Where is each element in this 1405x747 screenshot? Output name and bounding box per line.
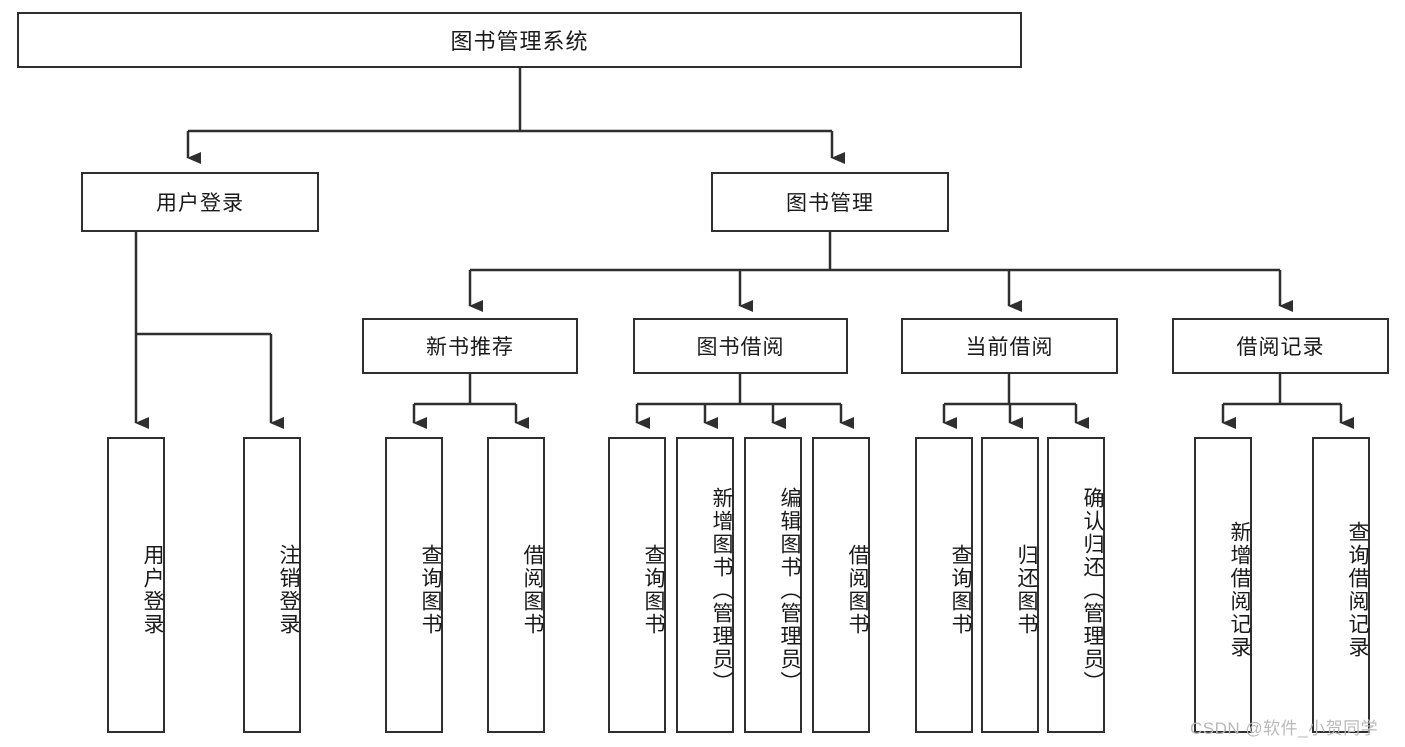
node-label: 当前借阅: [965, 336, 1054, 359]
leaf-query-borrow-record[interactable]: 查询借阅记录: [1312, 437, 1370, 733]
leaf-confirm-return[interactable]: 确认归还（管理员）: [1047, 437, 1105, 733]
node-label: 新增借阅记录: [1228, 521, 1251, 659]
node-label: 归还图书: [1015, 544, 1038, 636]
node-label: 用户登录: [156, 192, 244, 215]
node-label: 借阅图书: [521, 544, 544, 636]
node-label: 查询图书: [419, 544, 442, 636]
node-label: 查询借阅记录: [1346, 521, 1369, 659]
leaf-return-book[interactable]: 归还图书: [981, 437, 1039, 733]
node-new-book-recommend[interactable]: 新书推荐: [362, 318, 578, 374]
leaf-query-book-borrow[interactable]: 查询图书: [608, 437, 666, 733]
node-user-login[interactable]: 用户登录: [81, 172, 319, 232]
node-label: 图书管理: [786, 192, 874, 215]
csdn-watermark: CSDN @软件_小贺同学: [1190, 719, 1379, 738]
node-book-manage[interactable]: 图书管理: [711, 172, 949, 232]
node-label: 编辑图书（管理员）: [778, 486, 801, 694]
leaf-edit-book[interactable]: 编辑图书（管理员）: [744, 437, 802, 733]
leaf-borrow-book-recommend[interactable]: 借阅图书: [487, 437, 545, 733]
node-label: 借阅记录: [1236, 336, 1325, 359]
leaf-add-book[interactable]: 新增图书（管理员）: [676, 437, 734, 733]
node-label: 确认归还（管理员）: [1081, 486, 1104, 694]
leaf-query-book-current[interactable]: 查询图书: [915, 437, 973, 733]
node-label: 新书推荐: [426, 336, 514, 359]
node-label: 新增图书（管理员）: [710, 486, 733, 694]
node-label: 查询图书: [642, 544, 665, 636]
node-label: 用户登录: [141, 544, 164, 636]
leaf-user-login[interactable]: 用户登录: [107, 437, 165, 733]
node-label: 查询图书: [949, 544, 972, 636]
node-book-borrow[interactable]: 图书借阅: [633, 318, 848, 374]
node-label: 图书管理系统: [450, 29, 589, 54]
leaf-query-book-recommend[interactable]: 查询图书: [385, 437, 443, 733]
node-root-system[interactable]: 图书管理系统: [17, 12, 1022, 68]
node-label: 借阅图书: [846, 544, 869, 636]
leaf-borrow-book[interactable]: 借阅图书: [812, 437, 870, 733]
node-borrow-record[interactable]: 借阅记录: [1172, 318, 1389, 374]
leaf-add-borrow-record[interactable]: 新增借阅记录: [1194, 437, 1252, 733]
node-label: 图书借阅: [696, 336, 785, 359]
node-label: 注销登录: [277, 544, 300, 636]
leaf-logout-login[interactable]: 注销登录: [243, 437, 301, 733]
node-current-borrow[interactable]: 当前借阅: [901, 318, 1118, 374]
